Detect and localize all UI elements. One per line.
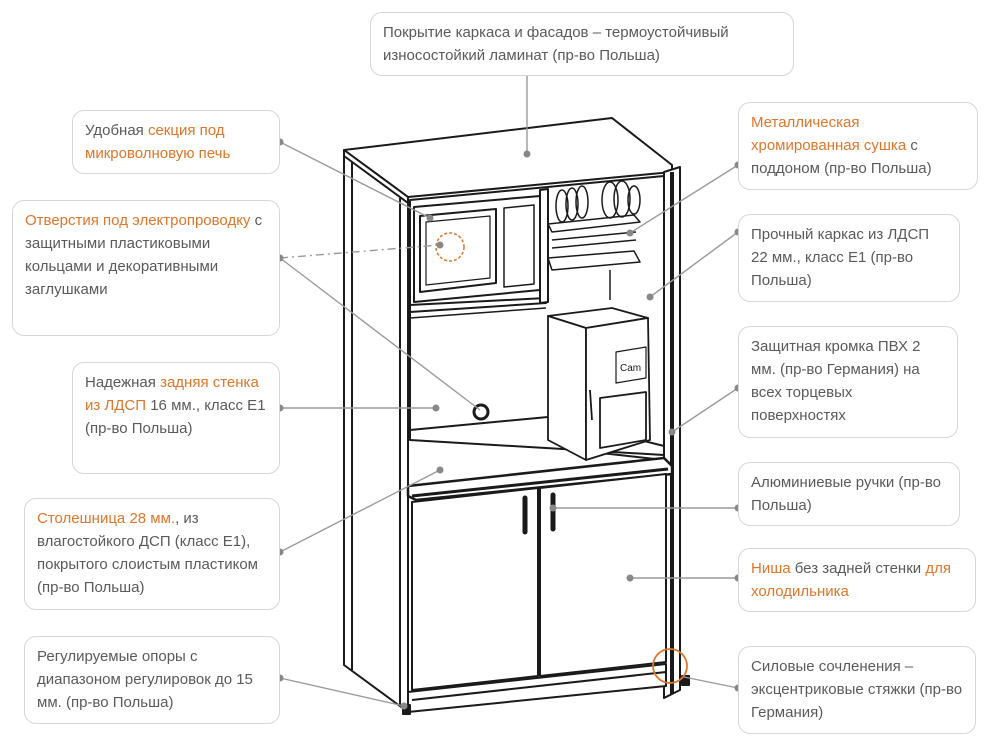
- microwave-window-inner: [425, 215, 491, 286]
- wiring-highlight-circle: [435, 232, 465, 262]
- back-panel-highlight: задняя стенка из ЛДСП: [85, 374, 259, 414]
- dryer-highlight: Металлическая хромированная сушка: [751, 114, 907, 154]
- coating-text: Покрытие каркаса и фасадов – термоустойч…: [383, 24, 729, 64]
- handles-text: Алюминиевые ручки (пр-во Польша): [751, 474, 941, 514]
- dryer-text: с поддоном (пр-во Польша): [751, 137, 932, 177]
- frame-text: Прочный каркас из ЛДСП 22 мм., класс Е1 …: [751, 226, 930, 289]
- microwave-panel: [503, 204, 535, 288]
- wiring-hole: [472, 403, 490, 421]
- callout-handles: Алюминиевые ручки (пр-во Польша): [738, 462, 960, 526]
- joints-text: Силовые сочленения – эксцентриковые стяж…: [751, 658, 963, 721]
- back-panel-text-2: 16 мм., класс Е1 (пр-во Польша): [85, 397, 266, 437]
- callout-fridge-niche: Ниша без задней стенки для холодильника: [738, 548, 976, 612]
- joint-highlight-circle: [652, 648, 688, 684]
- left-door: [411, 487, 539, 691]
- callout-microwave-section: Удобная секция под микроволновую печь: [72, 110, 280, 174]
- callout-dish-dryer: Металлическая хромированная сушка с подд…: [738, 102, 978, 190]
- callout-back-panel: Надежная задняя стенка из ЛДСП 16 мм., к…: [72, 362, 280, 474]
- countertop-text: , из влагостойкого ДСП (класс Е1), покры…: [37, 510, 258, 596]
- callout-wiring-holes: Отверстия под электропроводку с защитным…: [12, 200, 280, 336]
- wiring-highlight: Отверстия под электропроводку: [25, 212, 251, 229]
- callout-frame: Прочный каркас из ЛДСП 22 мм., класс Е1 …: [738, 214, 960, 302]
- foot-front-right: [681, 675, 690, 686]
- niche-highlight: Ниша: [751, 560, 791, 577]
- cabinet-left-side: [343, 155, 409, 713]
- back-panel-text: Надежная: [85, 374, 161, 391]
- niche-text: без задней стенки: [790, 560, 926, 577]
- edge-text: Защитная кромка ПВХ 2 мм. (пр-во Германи…: [751, 338, 921, 424]
- callout-eccentric-joints: Силовые сочленения – эксцентриковые стяж…: [738, 646, 976, 734]
- microwave-text: Удобная: [85, 122, 148, 139]
- countertop-highlight: Столешница 28 мм.: [37, 510, 176, 527]
- callout-adjustable-feet: Регулируемые опоры с диапазоном регулиро…: [24, 636, 280, 724]
- niche-highlight-2: для холодильника: [751, 560, 951, 600]
- coffee-machine: [547, 307, 651, 461]
- vertical-divider: [539, 188, 549, 304]
- right-door: [539, 473, 667, 677]
- feet-text: Регулируемые опоры с диапазоном регулиро…: [37, 648, 253, 711]
- callout-coating: Покрытие каркаса и фасадов – термоустойч…: [370, 12, 794, 76]
- dish-dryer: [547, 180, 641, 300]
- callout-pvc-edge: Защитная кромка ПВХ 2 мм. (пр-во Германи…: [738, 326, 958, 438]
- microwave-highlight: секция под микроволновую печь: [85, 122, 231, 162]
- appliance-label: Cam: [620, 363, 641, 374]
- wiring-text: с защитными пластиковыми кольцами и деко…: [25, 212, 263, 298]
- callout-countertop: Столешница 28 мм., из влагостойкого ДСП …: [24, 498, 280, 610]
